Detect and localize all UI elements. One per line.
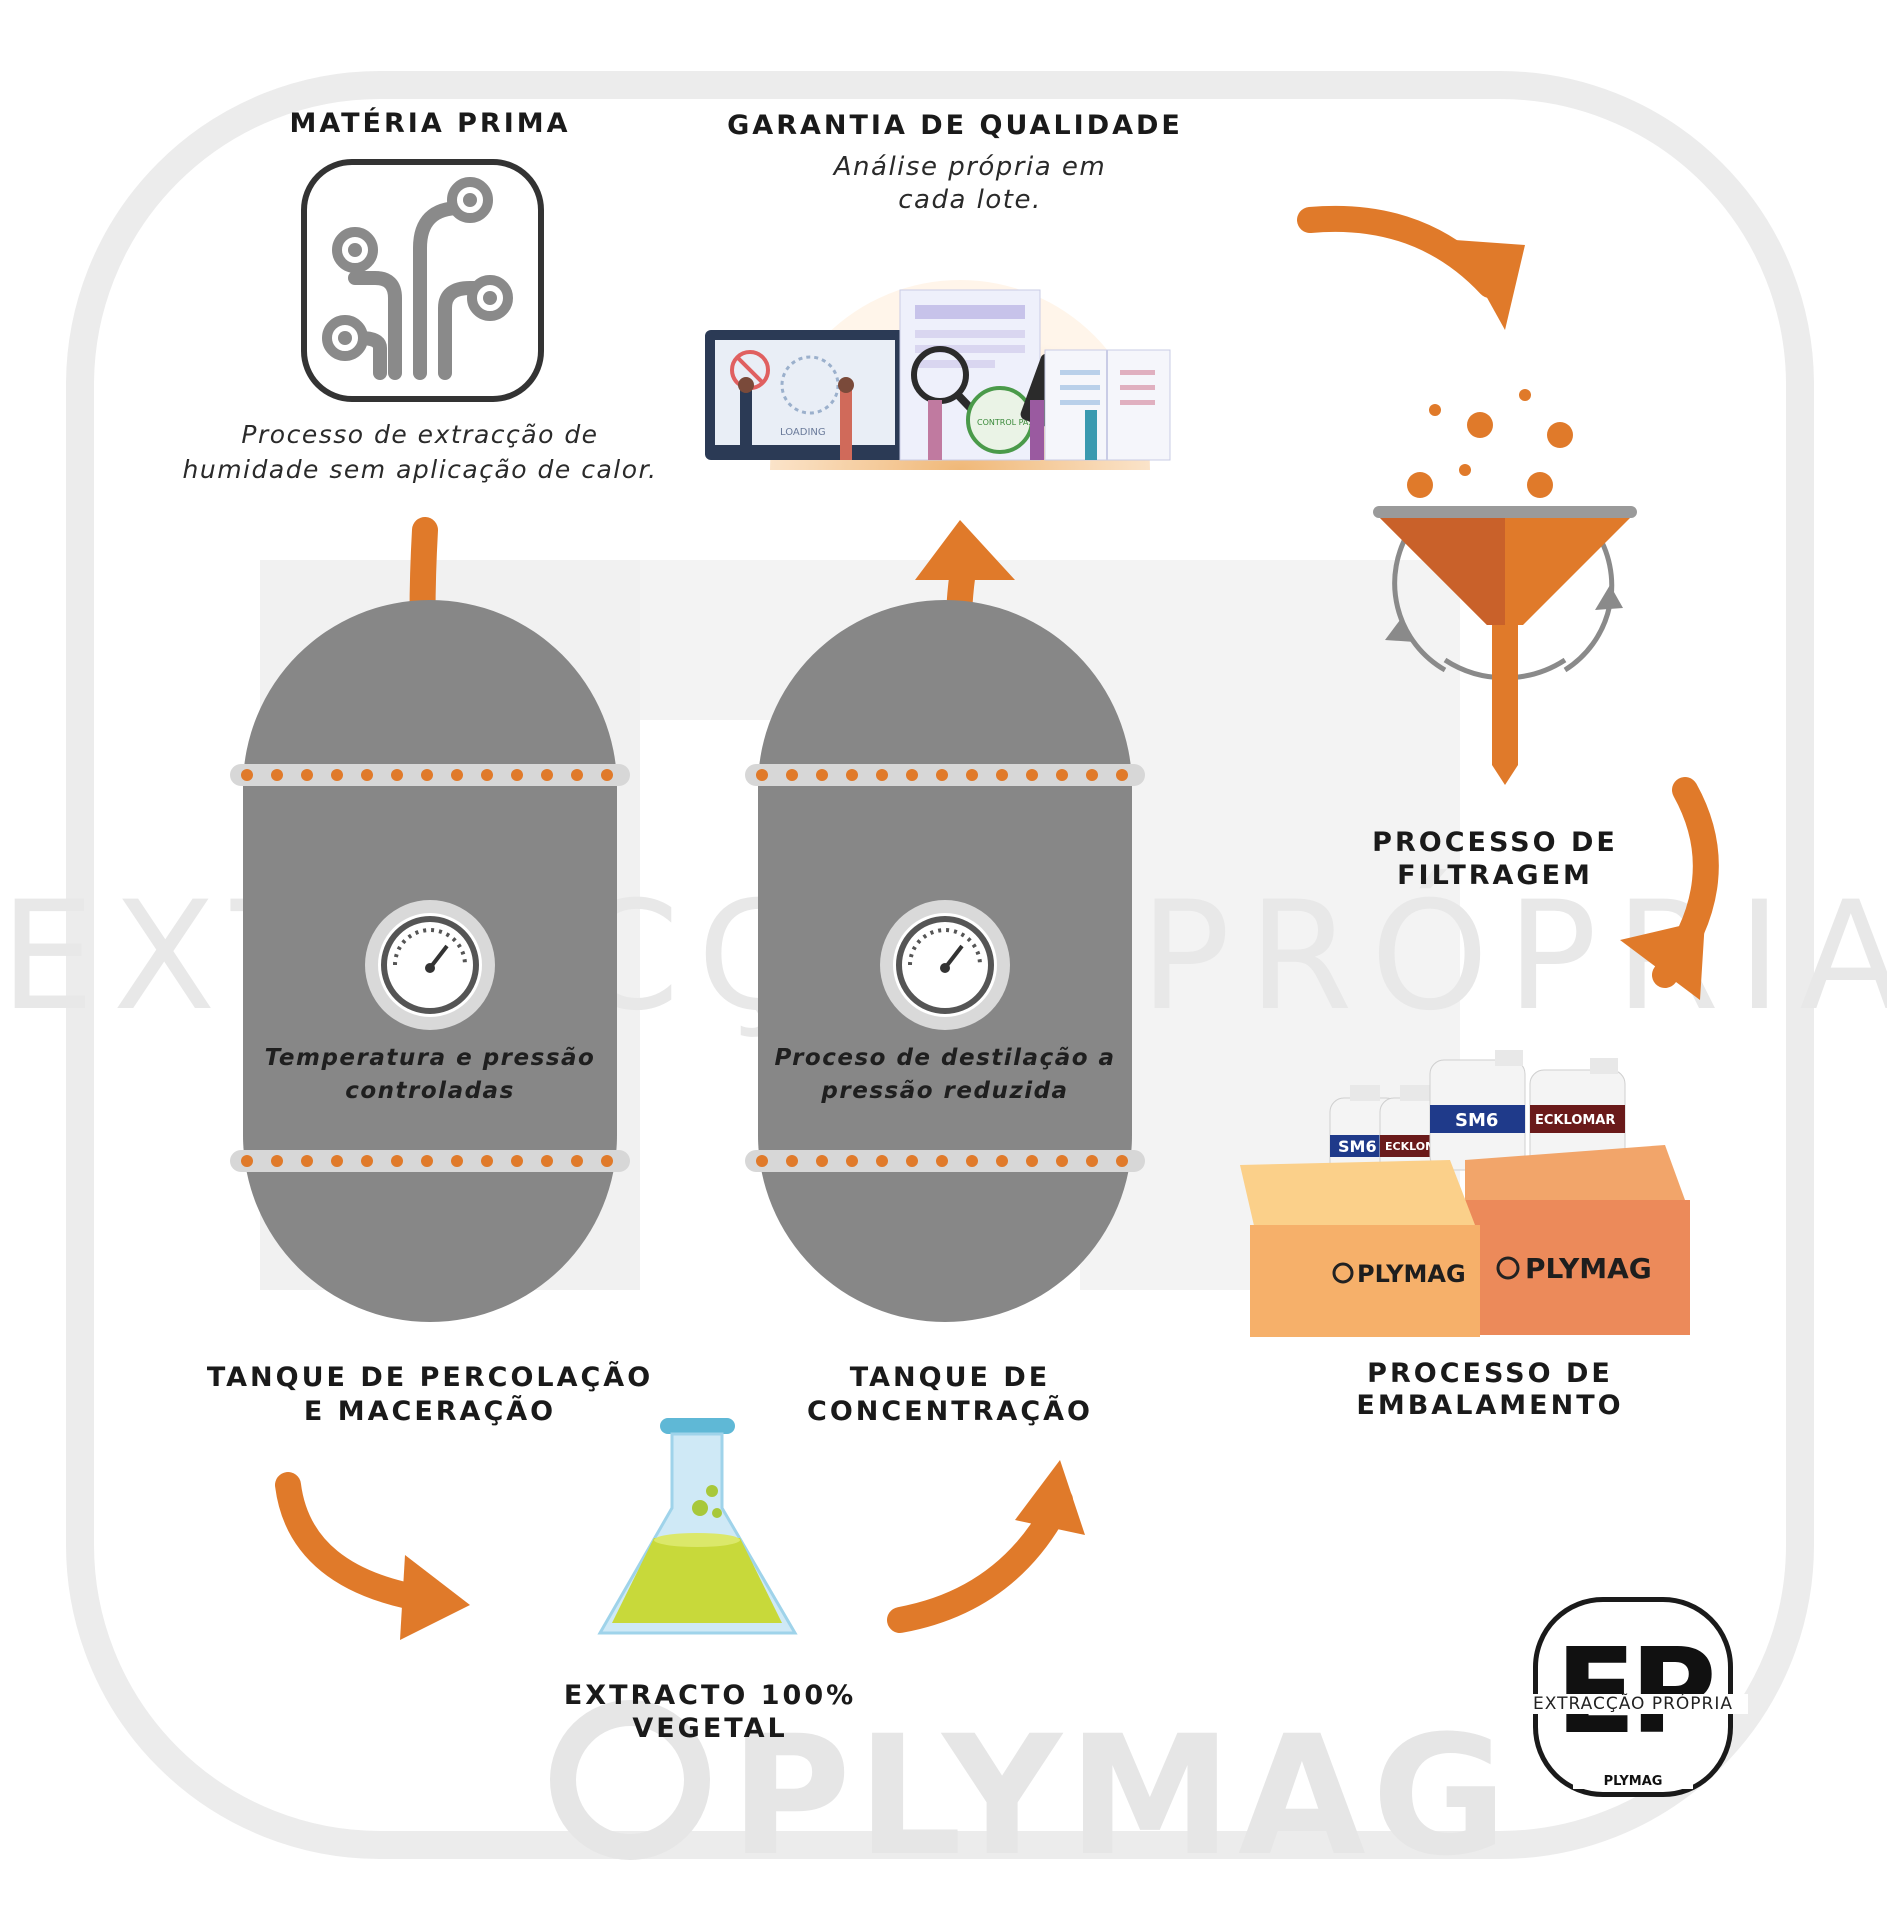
percolation-tank — [230, 600, 630, 1322]
materia-prima-desc-1: Processo de extracção de — [241, 420, 599, 449]
extracto-title-2: VEGETAL — [632, 1713, 788, 1744]
logo-letters: EP — [1555, 1622, 1716, 1760]
pressure-gauge-icon — [880, 900, 1010, 1030]
svg-text:CONTROL PASSED: CONTROL PASSED — [977, 418, 1050, 427]
logo-caption: EXTRACÇÃO PRÓPRIA — [1518, 1694, 1748, 1714]
materia-prima-title: MATÉRIA PRIMA — [289, 108, 571, 139]
packaging-illustration: SM6 ECKLOMAR SM6 ECKLOMAR PLYMAG PLYMAG — [1240, 1050, 1690, 1337]
materia-prima-desc-2: humidade sem aplicação de calor. — [182, 455, 658, 484]
ep-logo: EP EXTRACÇÃO PRÓPRIA PLYMAG — [1518, 1597, 1748, 1797]
watermark-brand: PLYMAG — [730, 1700, 1514, 1892]
concentration-tank — [745, 600, 1145, 1322]
garantia-desc-2: cada lote. — [898, 185, 1042, 215]
garantia-title: GARANTIA DE QUALIDADE — [727, 110, 1183, 141]
svg-text:LOADING: LOADING — [780, 427, 826, 438]
flask-icon — [597, 1418, 798, 1635]
tank2-title-2: CONCENTRAÇÃO — [807, 1396, 1093, 1427]
logo-brand: PLYMAG — [1573, 1774, 1693, 1789]
raw-material-icon — [301, 159, 544, 402]
tank2-inner-2: pressão reduzida — [821, 1078, 1069, 1104]
tank2-title-1: TANQUE DE — [849, 1362, 1051, 1393]
svg-text:SM6: SM6 — [1455, 1110, 1498, 1131]
embalamento-title-2: EMBALAMENTO — [1356, 1390, 1624, 1421]
filtragem-title-1: PROCESSO DE — [1372, 827, 1618, 858]
pressure-gauge-icon — [365, 900, 495, 1030]
svg-text:PLYMAG: PLYMAG — [1525, 1252, 1652, 1285]
tank1-inner-2: controladas — [345, 1078, 515, 1104]
svg-text:SM6: SM6 — [1338, 1137, 1377, 1156]
quality-illustration: LOADING CONTROL PASSED — [705, 280, 1171, 470]
svg-text:PLYMAG: PLYMAG — [1357, 1260, 1466, 1288]
embalamento-title-1: PROCESSO DE — [1367, 1358, 1613, 1389]
filtragem-title-2: FILTRAGEM — [1397, 860, 1593, 891]
tank1-title-2: E MACERAÇÃO — [303, 1396, 557, 1427]
tank1-inner-1: Temperatura e pressão — [264, 1045, 596, 1071]
garantia-desc-1: Análise própria em — [833, 152, 1107, 182]
tank2-inner-1: Proceso de destilação a — [774, 1045, 1116, 1071]
extracto-title-1: EXTRACTO 100% — [563, 1680, 857, 1711]
svg-text:ECKLOMAR: ECKLOMAR — [1535, 1113, 1615, 1128]
tank1-title-1: TANQUE DE PERCOLAÇÃO — [206, 1362, 654, 1393]
filter-funnel-icon — [1373, 389, 1637, 785]
